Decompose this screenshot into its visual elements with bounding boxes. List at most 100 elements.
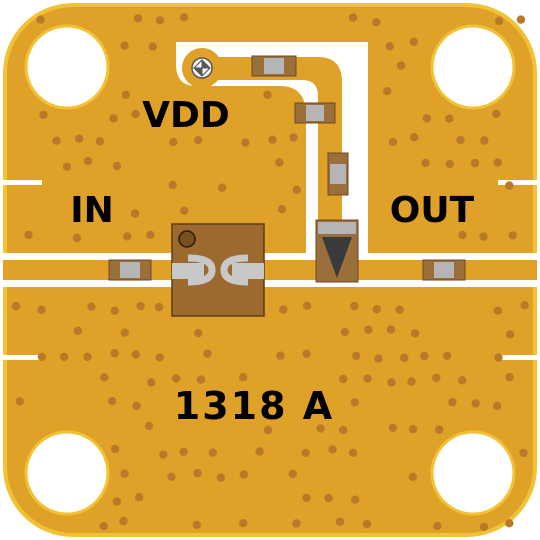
via — [132, 401, 141, 410]
chip-input-lead — [172, 263, 204, 279]
via — [470, 158, 480, 168]
gap-output-upper-right — [498, 180, 537, 185]
via — [492, 109, 501, 119]
via — [110, 444, 120, 454]
via — [179, 206, 189, 215]
via — [493, 401, 502, 411]
gap-output-lower-right — [498, 355, 537, 360]
via — [194, 328, 203, 338]
via — [72, 233, 82, 243]
via — [239, 470, 248, 479]
via — [135, 493, 144, 502]
via — [520, 301, 529, 310]
via — [112, 161, 122, 171]
via — [408, 425, 418, 434]
mounting-hole-top-right — [430, 24, 516, 110]
via — [168, 180, 177, 190]
via — [121, 90, 130, 100]
via — [83, 352, 92, 361]
capacitor-input — [108, 259, 152, 281]
via — [385, 42, 394, 51]
via — [479, 522, 489, 532]
via — [348, 448, 358, 457]
via — [108, 396, 117, 406]
via — [292, 519, 301, 528]
via — [445, 114, 454, 123]
via — [362, 519, 372, 529]
via — [301, 448, 310, 457]
via — [421, 158, 430, 168]
via — [36, 15, 45, 24]
via — [120, 41, 129, 50]
via — [196, 375, 206, 384]
via — [288, 469, 297, 479]
via — [339, 374, 348, 384]
via — [239, 373, 248, 382]
via — [100, 373, 109, 382]
via — [123, 232, 132, 241]
mounting-hole-bottom-left — [24, 430, 110, 516]
via — [59, 352, 69, 362]
via — [263, 90, 272, 100]
label-output: OUT — [390, 190, 475, 231]
via — [268, 135, 277, 144]
triangle-diode-icon — [322, 237, 352, 278]
via — [408, 472, 417, 481]
mounting-hole-top-left — [24, 24, 110, 110]
via — [169, 137, 178, 147]
via — [409, 37, 418, 46]
via — [494, 16, 504, 26]
capacitor-bias-horizontal — [251, 55, 297, 77]
via — [364, 325, 373, 334]
via — [120, 328, 129, 337]
via — [407, 377, 416, 386]
via — [335, 517, 345, 526]
via — [442, 351, 452, 360]
via — [350, 398, 359, 407]
via — [110, 349, 119, 358]
via — [435, 425, 444, 434]
via — [471, 399, 480, 408]
via — [432, 373, 441, 383]
via — [255, 447, 264, 456]
via — [458, 376, 467, 385]
via — [494, 353, 503, 362]
via — [508, 231, 517, 240]
via — [493, 158, 502, 167]
via — [448, 398, 457, 407]
via — [120, 469, 129, 478]
via — [388, 137, 398, 147]
via — [144, 421, 154, 431]
via — [289, 133, 298, 142]
via — [458, 230, 467, 240]
via — [372, 18, 381, 27]
via — [154, 302, 164, 312]
via — [159, 450, 168, 459]
via — [374, 354, 383, 363]
via — [208, 448, 217, 457]
via — [24, 230, 33, 240]
via — [292, 185, 301, 194]
via — [275, 158, 284, 167]
via — [179, 447, 188, 456]
mounting-hole-bottom-right — [430, 430, 516, 516]
via — [62, 162, 72, 171]
via — [340, 327, 350, 337]
via — [155, 353, 164, 362]
via — [328, 445, 337, 454]
via — [136, 301, 145, 311]
via — [133, 14, 143, 23]
via — [422, 114, 431, 123]
via — [167, 472, 176, 481]
via — [395, 305, 404, 314]
via — [146, 230, 155, 239]
via — [155, 16, 165, 25]
via — [203, 349, 212, 358]
via — [302, 349, 311, 358]
via — [433, 521, 442, 531]
via — [171, 374, 181, 383]
via — [73, 326, 83, 335]
via — [131, 109, 140, 119]
via — [351, 495, 360, 504]
label-vdd: VDD — [142, 95, 230, 136]
